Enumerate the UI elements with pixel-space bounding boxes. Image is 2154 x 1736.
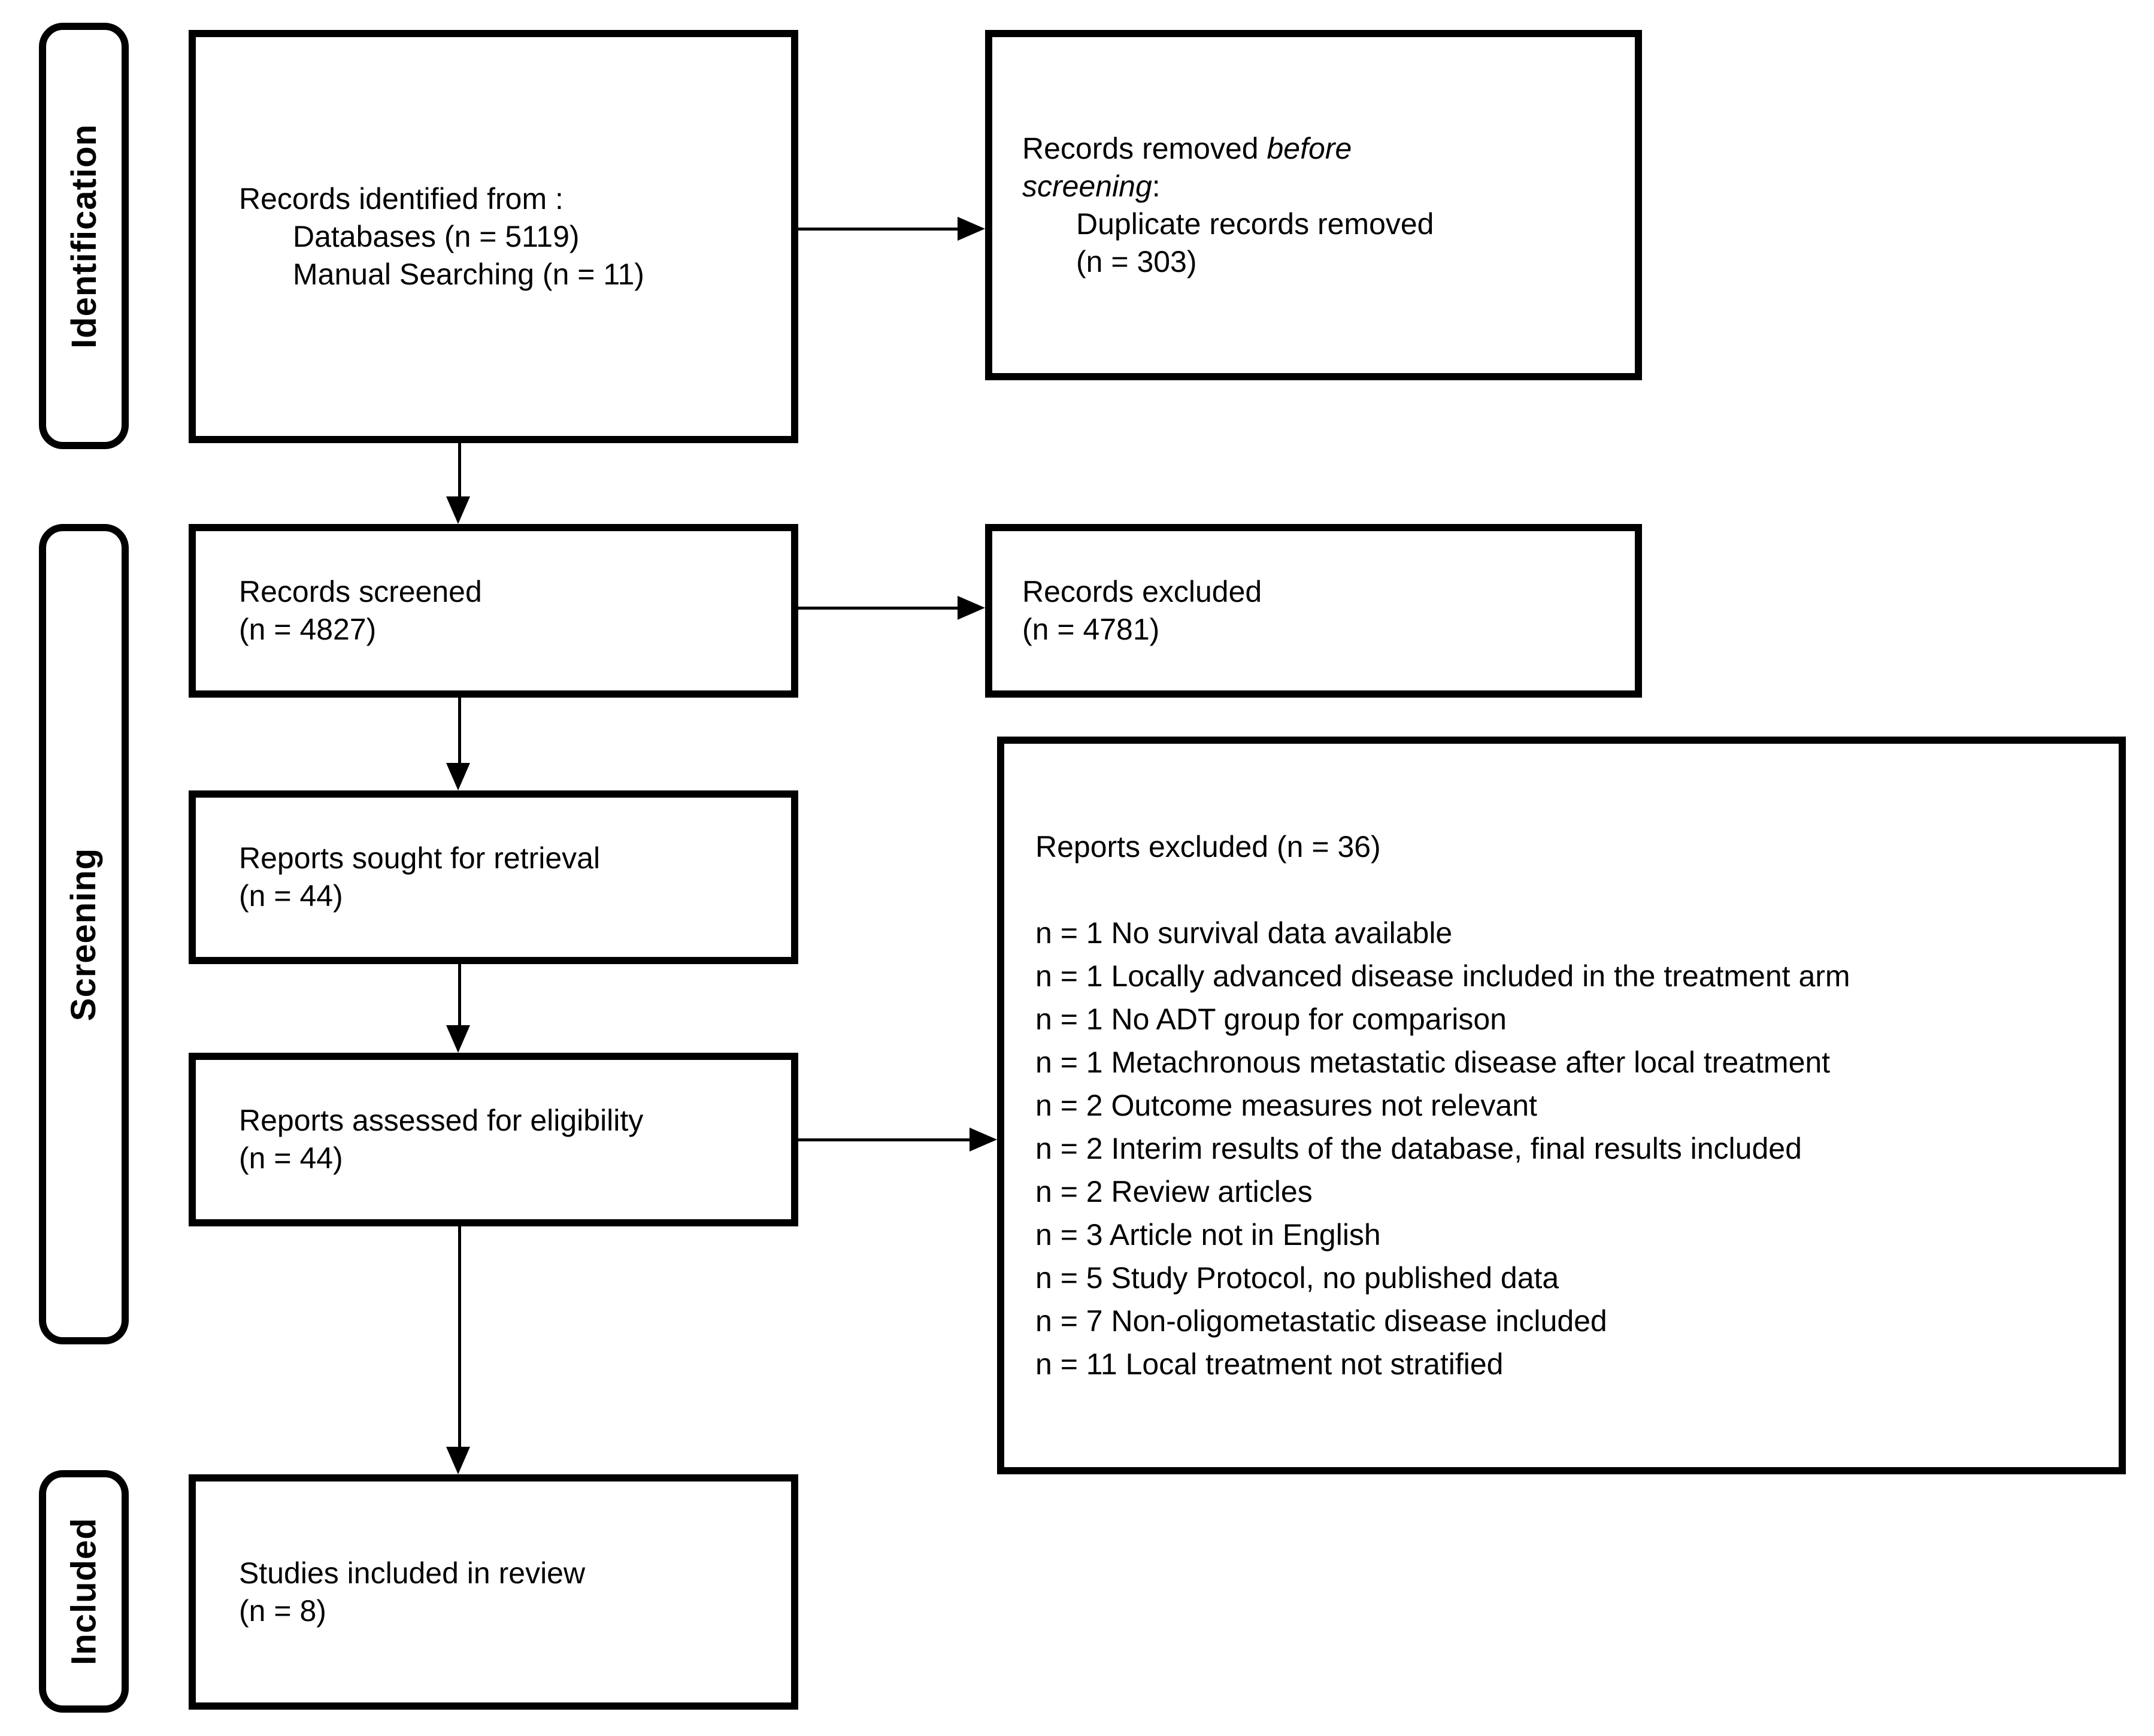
records-removed-title-line1: Records removed before	[1022, 130, 1352, 168]
exclusion-reason-item: n = 2 Review articles	[1035, 1175, 1313, 1208]
reports-sought-label: Reports sought for retrieval	[239, 841, 601, 875]
exclusion-reason-item: n = 2 Outcome measures not relevant	[1035, 1089, 1537, 1122]
arrowhead-right-icon	[958, 596, 985, 620]
box-records-screened: Records screened (n = 4827)	[189, 524, 798, 698]
records-removed-colon: :	[1152, 169, 1161, 203]
records-excluded-label: Records excluded	[1022, 575, 1262, 608]
records-identified-title: Records identified from :	[239, 181, 564, 216]
arrowhead-down-icon	[446, 1447, 470, 1474]
reports-assessed-count: (n = 44)	[239, 1141, 343, 1175]
records-removed-title-line2: screening:	[1022, 168, 1161, 205]
records-excluded-count: (n = 4781)	[1022, 613, 1160, 646]
exclusion-reason-item: n = 1 No survival data available	[1035, 916, 1453, 950]
exclusion-reason-item: n = 1 Locally advanced disease included …	[1035, 959, 1850, 993]
exclusion-reason-item: n = 2 Interim results of the database, f…	[1035, 1132, 1802, 1165]
box-reports-assessed: Reports assessed for eligibility (n = 44…	[189, 1053, 798, 1226]
stage-included: Included	[39, 1470, 129, 1713]
flow-line-assessed-to-reports-excluded	[798, 1138, 971, 1141]
exclusion-reason-item: n = 3 Article not in English	[1035, 1218, 1381, 1252]
flow-line-identified-to-removed	[798, 228, 959, 231]
stage-screening: Screening	[39, 524, 129, 1344]
records-removed-screening-italic: screening	[1022, 169, 1152, 203]
reports-excluded-header: Reports excluded (n = 36)	[1035, 830, 1381, 864]
records-identified-manual: Manual Searching (n = 11)	[293, 257, 644, 291]
duplicate-records-count: (n = 303)	[1076, 244, 1197, 278]
box-records-excluded: Records excluded (n = 4781)	[985, 524, 1642, 698]
box-studies-included: Studies included in review (n = 8)	[189, 1474, 798, 1710]
duplicate-records-removed: Duplicate records removed	[1076, 207, 1434, 241]
reports-assessed-label: Reports assessed for eligibility	[239, 1104, 644, 1137]
box-records-identified: Records identified from : Databases (n =…	[189, 30, 798, 443]
arrowhead-down-icon	[446, 763, 470, 790]
records-screened-count: (n = 4827)	[239, 613, 377, 646]
exclusion-reason-item: n = 1 Metachronous metastatic disease af…	[1035, 1046, 1831, 1079]
exclusion-reason-item: n = 5 Study Protocol, no published data	[1035, 1261, 1559, 1295]
arrowhead-right-icon	[970, 1128, 997, 1152]
arrowhead-down-icon	[446, 496, 470, 524]
flow-line-identified-to-screened	[458, 443, 461, 498]
records-removed-before-italic: before	[1267, 131, 1352, 165]
flow-line-sought-to-assessed	[458, 964, 461, 1026]
box-reports-excluded-reasons: Reports excluded (n = 36) n = 1 No survi…	[997, 737, 2126, 1474]
studies-included-label: Studies included in review	[239, 1556, 586, 1590]
arrowhead-right-icon	[958, 217, 985, 241]
exclusion-reason-item: n = 1 No ADT group for comparison	[1035, 1002, 1507, 1036]
flow-line-screened-to-sought	[458, 698, 461, 764]
exclusion-reason-item: n = 11 Local treatment not stratified	[1035, 1347, 1504, 1381]
studies-included-count: (n = 8)	[239, 1593, 326, 1628]
records-removed-text: Records removed	[1022, 131, 1267, 165]
stage-screening-label: Screening	[64, 847, 104, 1021]
stage-identification-label: Identification	[64, 123, 104, 349]
stage-identification: Identification	[39, 23, 129, 449]
box-records-removed-before-screening: Records removed before screening: Duplic…	[985, 30, 1642, 380]
reports-sought-count: (n = 44)	[239, 879, 343, 913]
flow-line-screened-to-excluded	[798, 607, 959, 610]
stage-included-label: Included	[64, 1517, 104, 1665]
arrowhead-down-icon	[446, 1025, 470, 1053]
records-screened-label: Records screened	[239, 575, 482, 608]
exclusion-reason-item: n = 7 Non-oligometastatic disease includ…	[1035, 1304, 1607, 1338]
records-identified-databases: Databases (n = 5119)	[293, 219, 580, 253]
flow-line-assessed-to-included	[458, 1226, 461, 1448]
box-reports-sought: Reports sought for retrieval (n = 44)	[189, 790, 798, 964]
